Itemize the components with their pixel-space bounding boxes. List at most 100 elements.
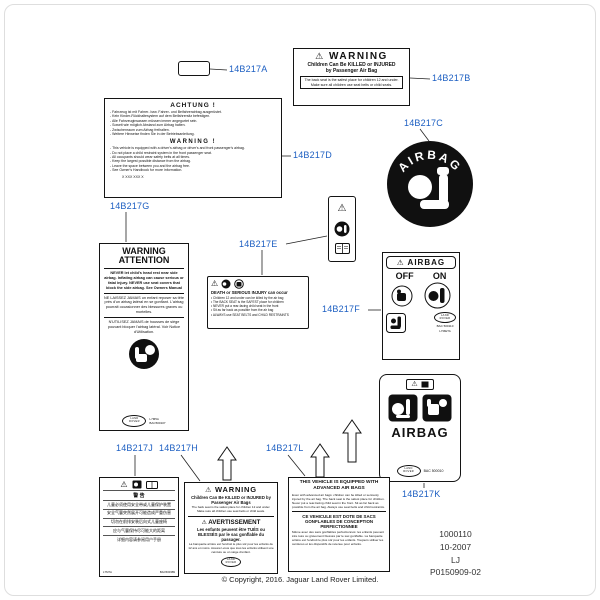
achtung-german-text: - Fahrzeug ist mit Fahrer- bzw. Fahrer- … [110, 110, 222, 136]
airbag-deploy-pictogram-left [388, 394, 418, 422]
warning-triangle-icon: ⚠ [411, 381, 418, 388]
warning-small-text: The back seat is the safest place for ch… [300, 76, 403, 90]
page-frame [4, 4, 596, 596]
warning-triangle-icon: ⚠ [315, 51, 325, 61]
warning-triangle-icon: ⚠ [201, 519, 207, 526]
airbag-pictogram-icon [334, 221, 350, 236]
land-rover-logo: LAND ROVER [122, 415, 147, 427]
airbag-header: AIRBAG [407, 258, 446, 267]
airbag-pictogram-icon [221, 279, 231, 289]
warning-title-de-label: WARNING ! [169, 139, 217, 146]
logo-text: LAND [440, 313, 450, 317]
label-14B217L-advanced-airbags: THIS VEHICLE IS EQUIPPED WITH ADVANCED A… [288, 477, 390, 572]
airbag-on-label: ON [432, 271, 447, 281]
airbag-title: AIRBAG [391, 425, 449, 440]
warning-triangle-icon: ⚠ [120, 479, 128, 489]
label-14B217D-achtung-warning: ACHTUNG ! - Fahrzeug ist mit Fahrer- bzw… [104, 98, 282, 198]
callout-14B217G[interactable]: 14B217G [110, 201, 150, 211]
label-14B217G-warning-attention: WARNING ATTENTION NEVER let child's head… [99, 243, 189, 431]
logo-text: ROVER [439, 316, 451, 320]
warning-bold-text: Children Can Be KILLED or INJURED by Pas… [307, 62, 396, 74]
land-rover-logo: LAND ROVER [434, 312, 456, 323]
warning-bold-en: Children Can Be KILLED or INJURED by Pas… [191, 495, 271, 506]
label-14B217E-visor-warning: ⚠ DEATH or SERIOUS INJURY can occur • Ch… [207, 276, 309, 329]
handbook-pictogram-icon [421, 381, 429, 388]
advanced-airbags-title-fr: CE VEHICULE EST DOTE DE SACS GONFLABLES … [292, 510, 386, 530]
seat-pictogram [386, 312, 406, 333]
warning-attention-title-fr: ATTENTION [118, 255, 170, 266]
doc-number: 1000110 [439, 529, 472, 539]
airbag-pictogram-icon [132, 480, 142, 489]
label-14B217B-passenger-warning: ⚠ WARNING Children Can Be KILLED or INJU… [293, 48, 410, 106]
label-visor-strip: ⚠ [328, 196, 356, 262]
callout-14B217C[interactable]: 14B217C [404, 118, 443, 128]
location-arrow-up-3 [342, 419, 362, 463]
warning-title: WARNING [329, 51, 388, 62]
label-code-right: BAC500389 [159, 570, 175, 574]
label-14B217K-airbag: ⚠ AIRBAG LAND ROVER BAC 500010 [379, 374, 461, 482]
advanced-airbags-text-en: Even with advanced air bags: children ca… [292, 492, 385, 509]
label-code: BAC 500010 [423, 469, 444, 473]
visor-warning-bullets: • Children 12 and under can be killed by… [211, 296, 289, 317]
callout-14B217H[interactable]: 14B217H [159, 443, 198, 453]
warning-attention-title-en: WARNING [122, 246, 166, 256]
label-part-code: X XXX XXX X [122, 174, 144, 179]
leader-line-e2 [285, 235, 328, 245]
cjk-warning-row: 切勿在前排安装后向式儿童座椅 [103, 517, 175, 527]
leader-line-a [209, 68, 228, 71]
label-14B217A-blank [178, 61, 210, 76]
warning-triangle-icon: ⚠ [337, 202, 347, 214]
label-14B217F-airbag-off-on: ⚠ AIRBAG OFF ON LAND ROVER BAC 500110 L7… [382, 252, 460, 360]
achtung-title: ACHTUNG ! [170, 102, 216, 109]
cjk-warning-row: 警 告 [103, 490, 175, 500]
leader-line-c [419, 128, 430, 142]
callout-14B217B[interactable]: 14B217B [432, 73, 471, 83]
logo-text: LAND [404, 467, 413, 471]
doc-publication-code: P0150909-02 [429, 567, 482, 578]
land-rover-logo: LAND ROVER [221, 556, 241, 567]
label-code-left: L7M7A [103, 570, 112, 574]
logo-text: ROVER [403, 470, 414, 473]
side-airbag-warning-en: NEVER let child's head rest near side ai… [104, 270, 184, 290]
cjk-warning-row: 详细内容请参阅用户手册 [103, 535, 175, 544]
warning-triangle-icon: ⚠ [396, 258, 405, 267]
callout-14B217F[interactable]: 14B217F [322, 304, 360, 314]
land-rover-logo: LAND ROVER [396, 465, 421, 477]
leader-line-b [409, 77, 431, 80]
callout-14B217E[interactable]: 14B217E [239, 239, 278, 249]
side-airbag-warning-fr1: NE LAISSEZ JAMAIS un enfant reposer sa t… [104, 292, 184, 316]
warning-small-en: The back seat is the safest place for ch… [191, 505, 271, 513]
label-code-2: L7META [439, 329, 451, 333]
cjk-warning-row: 应与气囊保持尽可能大的距离 [103, 526, 175, 535]
callout-14B217A[interactable]: 14B217A [229, 64, 268, 74]
callout-14B217K[interactable]: 14B217K [402, 489, 441, 499]
callout-14B217D[interactable]: 14B217D [293, 150, 332, 160]
doc-model-code: LJ [451, 554, 460, 565]
cjk-warning-row: 安全气囊突然展开可能造成严重伤害 [103, 508, 175, 518]
logo-text: ROVER [129, 420, 140, 423]
child-seat-pictogram-icon [234, 279, 244, 289]
logo-text: LAND [130, 417, 139, 421]
label-code-2: BAC500107 [149, 421, 166, 425]
document-info: 1000110 10-2007 LJ P0150909-02 [413, 528, 498, 579]
child-seat-airbag-pictogram [129, 339, 159, 370]
handbook-pictogram-icon [334, 243, 350, 255]
warning-title-fr: AVERTISSEMENT [208, 518, 261, 526]
logo-text: LAND [226, 558, 236, 562]
airbag-off-label: OFF [395, 271, 414, 281]
callout-14B217L[interactable]: 14B217L [266, 443, 304, 453]
warning-title-en: WARNING [215, 485, 257, 494]
leader-line-l [287, 454, 306, 477]
handbook-pictogram-icon [145, 480, 158, 489]
label-code-1: BAC 500110 [436, 324, 454, 328]
leader-line-h [180, 454, 201, 482]
visor-warning-heading: DEATH or SERIOUS INJURY can occur [211, 290, 288, 295]
warning-triangle-icon: ⚠ [205, 487, 213, 494]
label-14B217H-warning-avertissement: ⚠ WARNING Children Can Be KILLED or INJU… [184, 482, 278, 574]
location-arrow-up-1 [217, 446, 237, 481]
airbag-on-pictogram [424, 282, 451, 309]
callout-14B217J[interactable]: 14B217J [116, 443, 153, 453]
side-airbag-warning-fr2: N'UTILISEZ JAMAIS de housses de siège po… [104, 317, 184, 335]
